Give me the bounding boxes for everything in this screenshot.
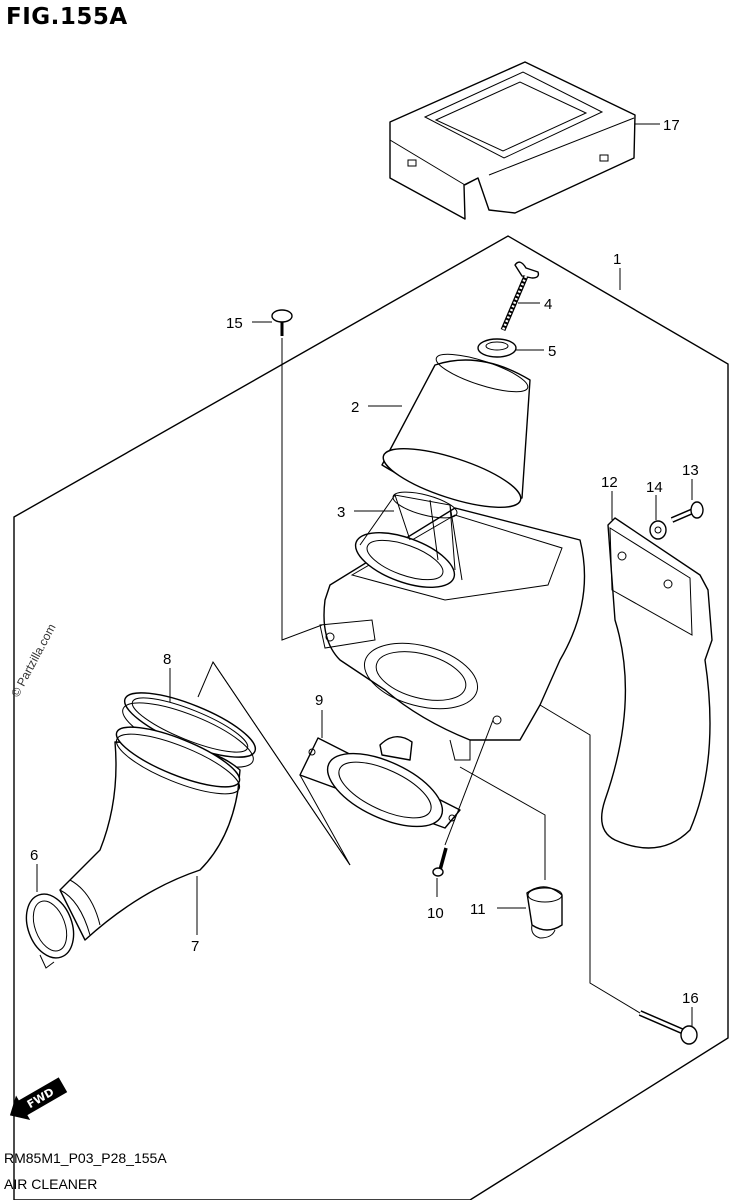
figure-caption: AIR CLEANER — [4, 1176, 98, 1192]
part-screw-15 — [271, 309, 293, 336]
assembly-outline — [13, 235, 729, 1200]
part-clamp-6 — [25, 893, 75, 969]
part-cover-17 — [389, 61, 636, 220]
leader-lines — [36, 123, 693, 1026]
callout-labels: 17 1 4 15 5 2 13 12 14 3 8 9 6 10 11 7 1… — [30, 117, 699, 1007]
part-guard-plate-12 — [601, 517, 713, 849]
callout-5: 5 — [548, 343, 556, 360]
callout-17: 17 — [663, 117, 680, 134]
callout-2: 2 — [351, 399, 359, 416]
part-joint-flange-9 — [299, 736, 461, 829]
callout-8: 8 — [163, 651, 171, 668]
callout-10: 10 — [427, 905, 444, 922]
callout-4: 4 — [544, 296, 552, 313]
part-filter-cage-3 — [354, 491, 463, 588]
part-bolt-16 — [638, 1010, 698, 1045]
figure-code: RM85M1_P03_P28_155A — [4, 1150, 167, 1166]
callout-11: 11 — [470, 901, 486, 918]
part-outlet-tube-7 — [59, 726, 241, 941]
callout-6: 6 — [30, 847, 38, 864]
part-bolt-13 — [670, 501, 704, 523]
callout-12: 12 — [601, 474, 618, 491]
callout-14: 14 — [646, 479, 663, 496]
callout-1: 1 — [613, 251, 621, 268]
callout-3: 3 — [337, 504, 345, 521]
part-filter-element-2 — [381, 353, 531, 508]
part-wing-bolt-4 — [500, 261, 540, 331]
part-washer-14 — [649, 520, 667, 540]
page-title: FIG.155A — [6, 4, 128, 30]
part-drain-cap-11 — [526, 886, 563, 939]
callout-13: 13 — [682, 462, 699, 479]
callout-9: 9 — [315, 692, 323, 709]
callout-7: 7 — [191, 938, 199, 955]
watermark-text: © Partzilla.com — [8, 621, 58, 699]
callout-16: 16 — [682, 990, 699, 1007]
part-washer-5 — [477, 338, 517, 358]
assembly-guide-lines — [197, 338, 641, 1014]
callout-15: 15 — [226, 315, 243, 332]
part-screw-10 — [432, 847, 448, 877]
